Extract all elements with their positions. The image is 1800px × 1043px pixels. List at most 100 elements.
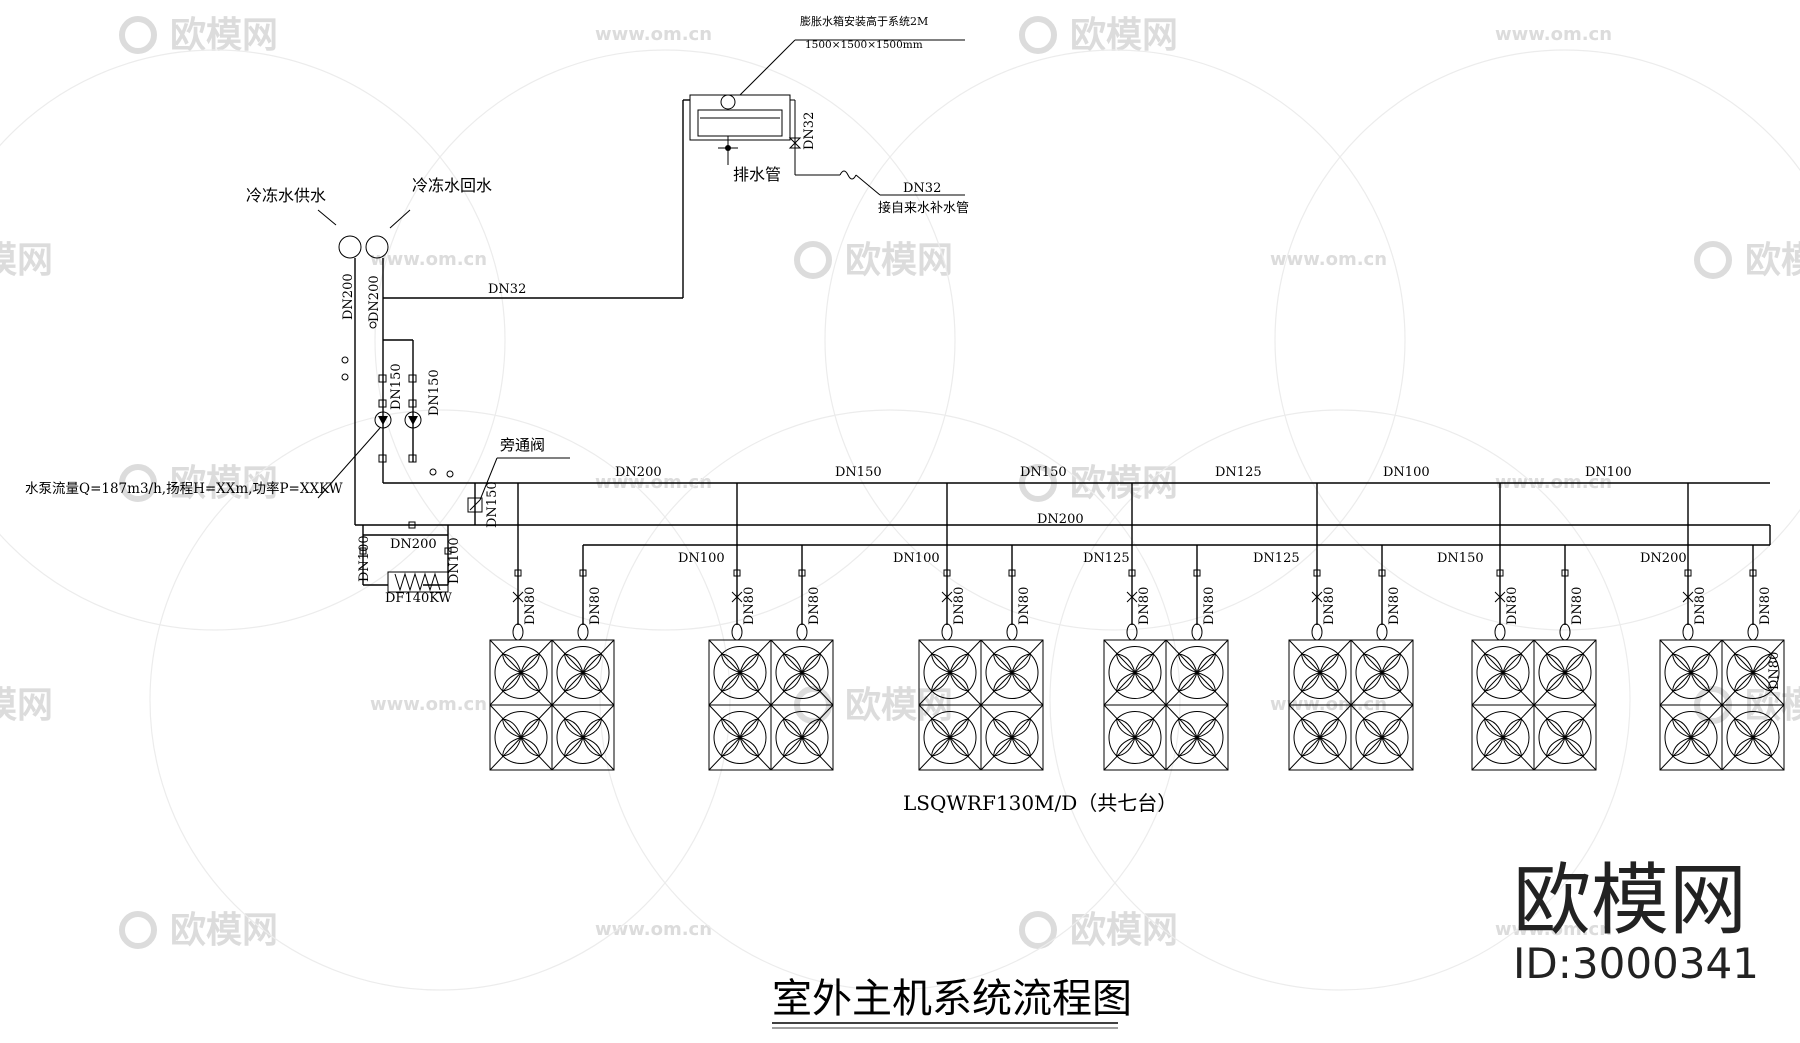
pressure-gauge-icon [341,356,349,364]
check-valve-icon [378,399,387,408]
fan-blade-icon [1546,653,1584,692]
pump-b-icon [404,411,422,429]
watermark-brand-text: 欧模网 [1745,240,1800,281]
fan-icon [1170,711,1224,764]
brand-mark: 欧模网 ID:3000341 [1513,856,1759,988]
fan-blade-icon [1484,653,1522,692]
fan-grille-line [1103,639,1167,706]
fan-icon [1664,646,1718,699]
pump-b-arrow-icon [408,416,418,425]
fan-blade-icon [721,653,759,692]
fan-icon [985,646,1039,699]
fan-grille-line [918,639,982,706]
fan-grille-line [918,704,982,771]
branch-pipe-size: DN80 [1570,587,1585,625]
return-segment-size: DN100 [893,551,940,566]
pump-a-size: DN150 [389,363,404,410]
fan-blade-icon [1734,718,1772,757]
watermark-brand-text: 欧模网 [1070,15,1178,56]
fan-blade-icon [1116,718,1154,757]
fan-cell [1533,704,1597,771]
tank-line-size: DN32 [488,282,526,297]
branch-pipe-size: DN80 [1693,587,1708,625]
pump-a-icon [374,411,392,429]
float-valve-icon [720,94,736,110]
fan-grille-line [551,704,615,771]
flow-switch-icon [731,591,743,603]
fan-blade-icon [1301,718,1339,757]
return-water-label: 冷冻水回水 [412,176,492,195]
fan-grille-line [1533,639,1597,706]
model-id-label: ID:3000341 [1513,939,1759,988]
fan-blade-icon [564,653,602,692]
pressure-gauge-icon [369,321,377,329]
fan-icon [1476,711,1530,764]
pressure-gauge-icon [446,470,454,478]
fan-icon [494,646,548,699]
flex-joint-icon [941,623,953,641]
supply-segment-size: DN125 [1215,465,1262,480]
fan-grille-line [1721,704,1785,771]
pressure-gauge-icon [429,468,437,476]
branch-pipe-size: DN80 [742,587,757,625]
fan-grille-line [1471,704,1535,771]
branch-valve-icon [943,569,951,577]
branch-valve-icon [733,569,741,577]
fan-grille-line [551,639,615,706]
fan-grille-line [1288,704,1352,771]
branch-valve-icon [1749,569,1757,577]
fan-grille-line [1165,639,1229,706]
watermark-arc [0,49,506,631]
fan-cell [551,704,615,771]
fan-icon [775,711,829,764]
flex-joint-icon [1682,623,1694,641]
makeup-pipe-label: 接自来水补水管 [878,200,969,216]
flex-joint-icon [731,623,743,641]
flex-joint-icon [796,623,808,641]
fan-icon [1538,646,1592,699]
pump-valve-icon [378,454,387,463]
branch-pipe-size: DN80 [1137,587,1152,625]
tank-size-label: 1500×1500×1500mm [805,39,923,51]
watermark-brand-text: 欧模网 [845,240,953,281]
fan-blade-icon [783,653,821,692]
watermark-url-text: www.om.cn [595,24,712,45]
branch-pipe-size: DN80 [1387,587,1402,625]
fan-blade-icon [1363,718,1401,757]
branch-valve-icon [1378,569,1386,577]
flow-switch-icon [1494,591,1506,603]
pressure-gauge-icon [341,373,349,381]
fan-blade-icon [1546,718,1584,757]
fan-cell [980,704,1044,771]
fan-grille-line [489,704,553,771]
fan-blade-icon [993,718,1031,757]
supply-segment-size: DN100 [1585,465,1632,480]
watermark-arc [1274,49,1800,631]
expansion-tank: 膨胀水箱安装高于系统2M 1500×1500×1500mm 排水管 DN32 D… [383,14,969,299]
branch-valve-icon [514,569,522,577]
return-segment-size: DN125 [1253,551,1300,566]
flow-switch-icon [1311,591,1323,603]
branch-valve-icon [1193,569,1201,577]
fan-grille-line [1721,639,1785,706]
flow-switch-icon [941,591,953,603]
fan-icon [1726,711,1780,764]
brand-logo-text: 欧模网 [1513,856,1747,946]
fan-icon [985,711,1039,764]
fan-blade-icon [1116,653,1154,692]
branch-valve-icon [1684,569,1692,577]
pump-group: DN150 DN150 水泵流量Q=187m3/h,扬程H=XXm,功率P=XX… [25,339,442,499]
branch-valve-icon [1313,569,1321,577]
heater-valve-icon [444,547,452,555]
return-segment-size: DN100 [678,551,725,566]
fan-icon [1538,711,1592,764]
fan-grille-line [770,704,834,771]
heater-model-label: DF140KW [385,591,453,606]
